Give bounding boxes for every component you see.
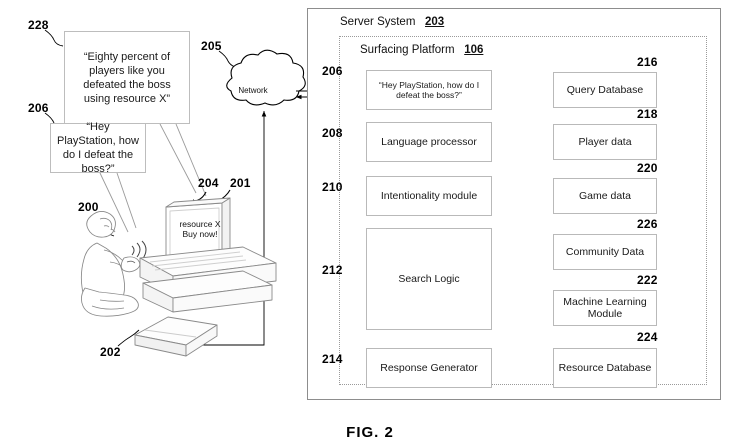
module-machine-learning[interactable]: Machine Learning Module <box>553 290 657 326</box>
leader-228 <box>44 29 64 47</box>
network-cloud-shape <box>226 49 306 106</box>
response-bubble: “Eighty percent of players like you defe… <box>64 31 190 124</box>
tail-206-a <box>99 172 129 233</box>
ref-206-bubble: 206 <box>28 101 49 115</box>
ref-201: 201 <box>230 176 251 190</box>
ref-202: 202 <box>100 345 121 359</box>
network-label: Network <box>238 86 268 95</box>
ref-200: 200 <box>78 200 99 214</box>
ref-228: 228 <box>28 18 49 32</box>
ref-208: 208 <box>322 126 343 140</box>
module-intentionality[interactable]: Intentionality module <box>366 176 492 216</box>
leader-205 <box>218 50 236 68</box>
player-figure-art <box>80 211 141 317</box>
server-system-ref: 203 <box>425 16 445 28</box>
surfacing-platform-ref: 106 <box>464 44 484 56</box>
server-system-title-text: Server System <box>340 16 416 28</box>
ref-204: 204 <box>198 176 219 190</box>
module-game-data[interactable]: Game data <box>553 178 657 214</box>
module-response-generator[interactable]: Response Generator <box>366 348 492 388</box>
ref-210: 210 <box>322 180 343 194</box>
module-community-data[interactable]: Community Data <box>553 234 657 270</box>
surfacing-platform-title-text: Surfacing Platform <box>360 44 455 56</box>
leader-202 <box>117 329 140 347</box>
tail-206-b <box>116 172 137 229</box>
ref-216: 216 <box>637 55 658 69</box>
surfacing-platform-title: Surfacing Platform 106 <box>360 44 483 56</box>
leader-200 <box>94 214 115 237</box>
game-console-art <box>134 316 218 357</box>
ref-212: 212 <box>322 263 343 277</box>
module-language-processor[interactable]: Language processor <box>366 122 492 162</box>
tv-overlay-text: resource X Buy now! <box>172 219 228 239</box>
surfacing-platform-frame <box>339 36 707 385</box>
ref-220: 220 <box>637 161 658 175</box>
ref-218: 218 <box>637 107 658 121</box>
module-incoming-query[interactable]: “Hey PlayStation, how do I defeat the bo… <box>366 70 492 110</box>
figure-caption: FIG. 2 <box>346 424 394 441</box>
leader-204 <box>190 191 207 206</box>
tail-228-a <box>159 123 197 194</box>
module-player-data[interactable]: Player data <box>553 124 657 160</box>
arrow-201 <box>201 189 231 216</box>
ref-206-module: 206 <box>322 64 343 78</box>
tv-overlay-line1: resource X <box>179 219 221 229</box>
ref-222: 222 <box>637 273 658 287</box>
tv-overlay-line2: Buy now! <box>182 229 218 239</box>
line-console-return <box>189 300 265 348</box>
module-resource-database[interactable]: Resource Database <box>553 348 657 388</box>
query-bubble: “Hey PlayStation, how do I defeat the bo… <box>50 121 146 175</box>
ref-224: 224 <box>637 330 658 344</box>
ref-226: 226 <box>637 217 658 231</box>
module-query-database[interactable]: Query Database <box>553 72 657 108</box>
ref-205: 205 <box>201 39 222 53</box>
tv-stand-art <box>139 246 277 313</box>
ref-214: 214 <box>322 352 343 366</box>
line-tv-to-trunk <box>221 262 264 301</box>
module-search-logic[interactable]: Search Logic <box>366 228 492 330</box>
server-system-title: Server System 203 <box>340 16 444 28</box>
